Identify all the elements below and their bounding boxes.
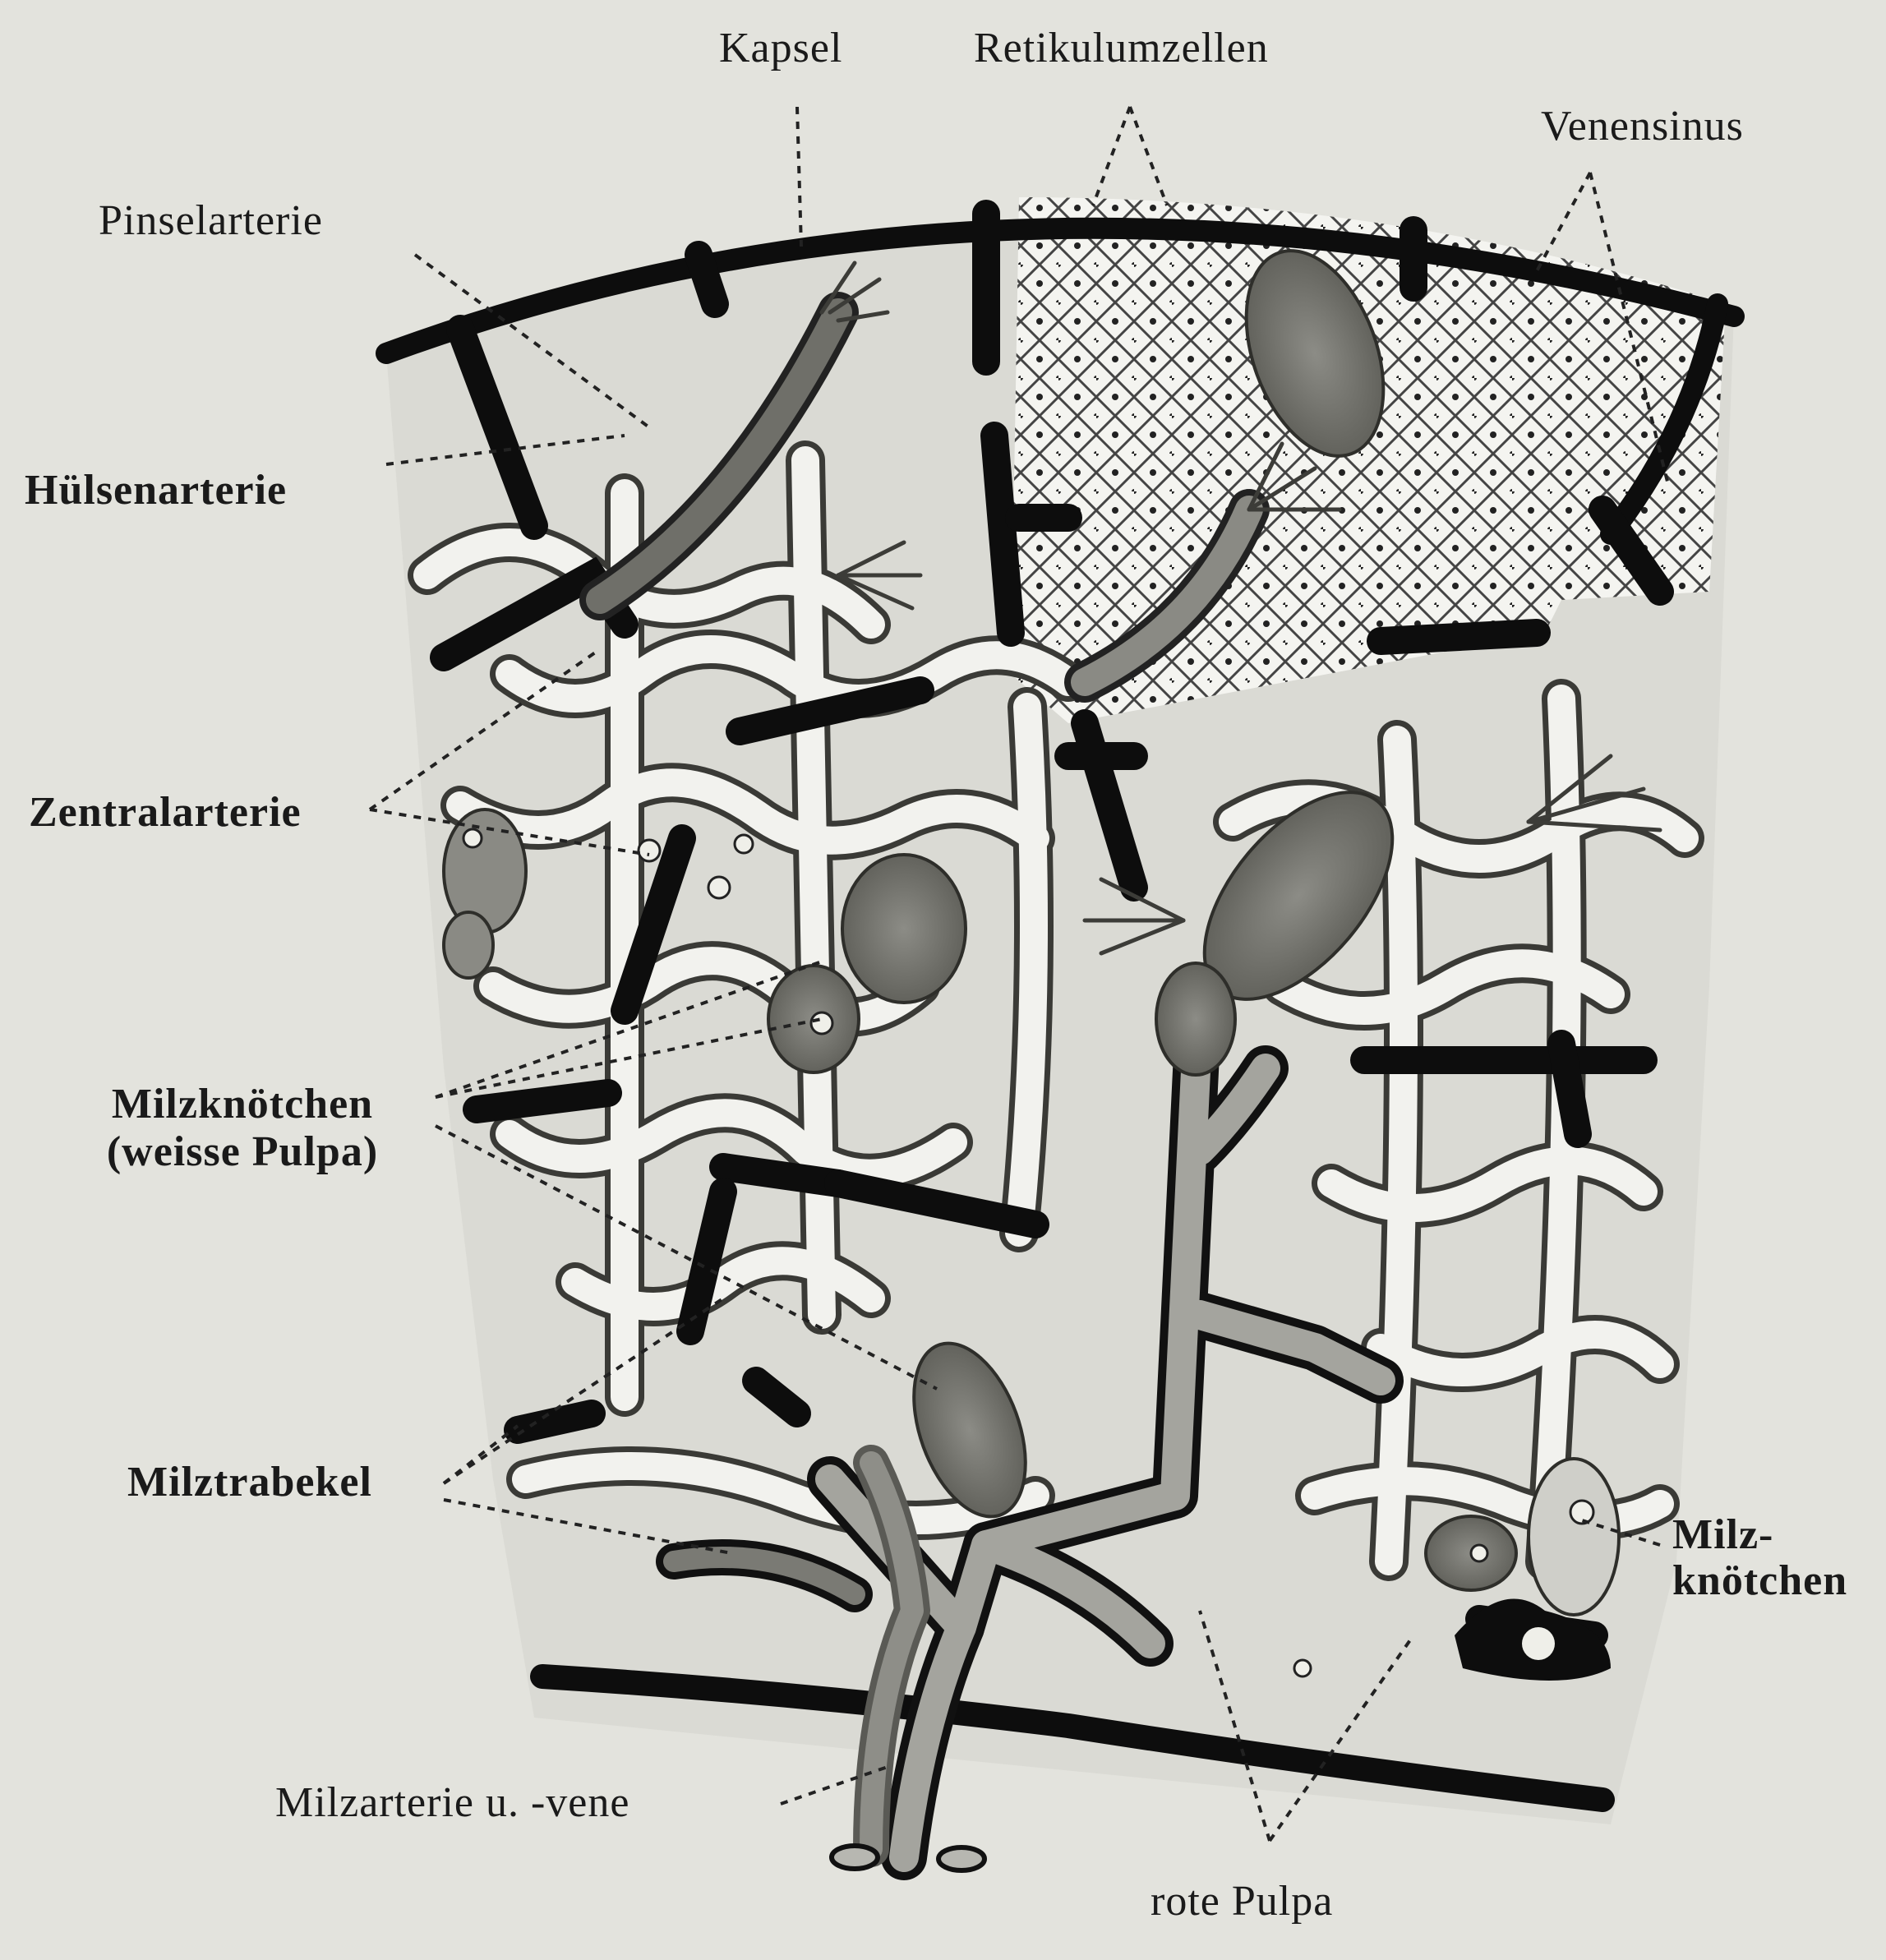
nodule xyxy=(842,855,966,1003)
label-milzknoetchen-weisse-line1: Milzknötchen xyxy=(66,1081,419,1128)
label-huelsenarterie: Hülsenarterie xyxy=(25,467,287,514)
label-milzknoetchen-weisse-line2: (weisse Pulpa) xyxy=(66,1128,419,1176)
nodule xyxy=(444,809,526,933)
label-venensinus: Venensinus xyxy=(1541,103,1744,150)
label-milzknoetchen-right-line1: Milz- xyxy=(1672,1512,1847,1558)
leader-retikulumzellen-1 xyxy=(1093,107,1130,205)
label-milzknoetchen-weisse: Milzknötchen (weisse Pulpa) xyxy=(66,1081,419,1176)
nodule xyxy=(1529,1459,1619,1615)
label-milzarterie-vene: Milzarterie u. -vene xyxy=(275,1779,629,1827)
leader-kapsel xyxy=(797,107,801,247)
leader-venensinus-1 xyxy=(1537,173,1590,271)
nodule xyxy=(444,912,493,978)
leader-retikulumzellen-2 xyxy=(1130,107,1167,205)
label-milztrabekel: Milztrabekel xyxy=(127,1459,372,1506)
nodule xyxy=(1156,963,1235,1075)
label-zentralarterie: Zentralarterie xyxy=(29,789,302,837)
label-milzknoetchen-right: Milz- knötchen xyxy=(1672,1512,1847,1604)
label-milzknoetchen-right-line2: knötchen xyxy=(1672,1558,1847,1604)
label-rote-pulpa: rote Pulpa xyxy=(1151,1878,1333,1925)
label-pinselarterie: Pinselarterie xyxy=(99,197,323,245)
label-retikulumzellen: Retikulumzellen xyxy=(974,25,1269,72)
label-kapsel: Kapsel xyxy=(719,25,842,72)
